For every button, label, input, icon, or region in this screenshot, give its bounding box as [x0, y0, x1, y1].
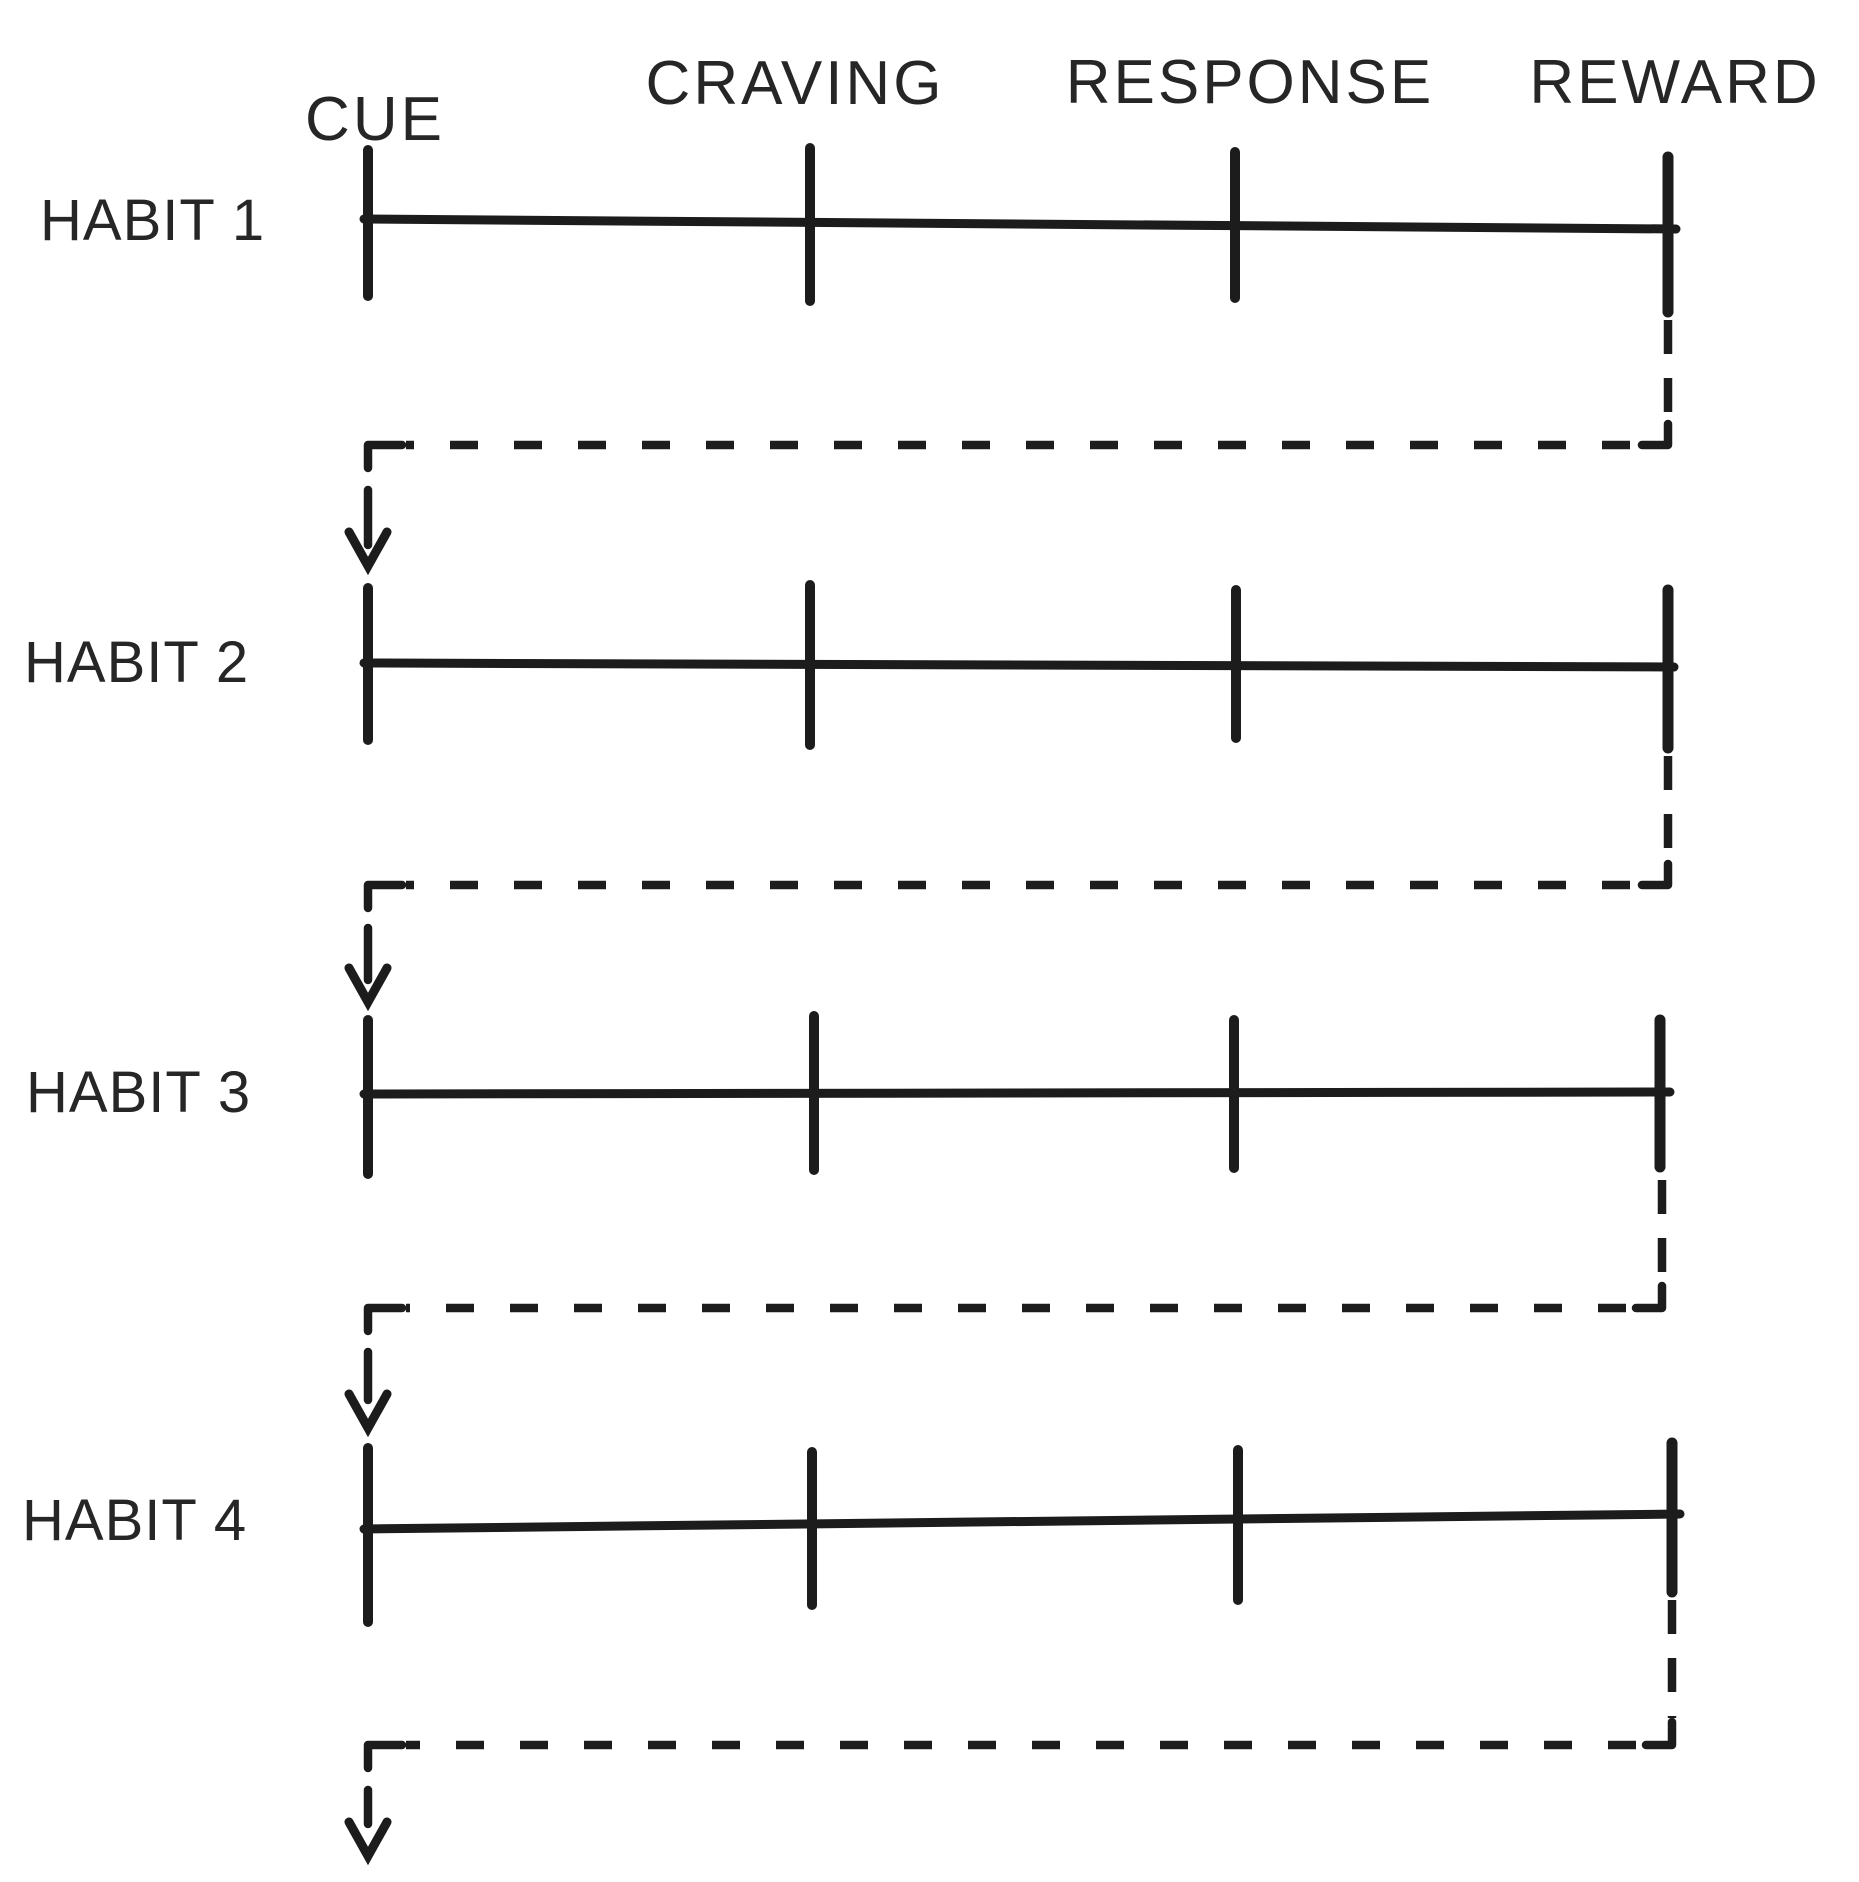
down-arrow-icon	[344, 527, 392, 576]
habit-row-4: HABIT 4	[22, 1437, 1685, 1627]
down-arrow-icon	[344, 1817, 392, 1866]
column-header-craving: CRAVING	[646, 49, 945, 118]
connector-habit-1-to-habit-2	[344, 320, 1673, 576]
connector-habit-4-exit	[344, 1600, 1677, 1866]
connector-4-left-corner	[363, 1740, 407, 1773]
habit-1-timeline	[359, 214, 1681, 234]
connector-3-left-corner	[363, 1303, 407, 1336]
habit-2-label: HABIT 2	[24, 630, 249, 695]
down-arrow-icon	[344, 963, 392, 1012]
connector-habit-3-to-habit-4	[344, 1180, 1667, 1438]
column-header-response: RESPONSE	[1066, 48, 1435, 117]
habit-2-timeline	[359, 658, 1679, 672]
connector-1-left-corner	[363, 440, 407, 473]
column-header-reward: REWARD	[1529, 48, 1820, 117]
column-headers: CUE CRAVING RESPONSE REWARD	[305, 48, 1820, 154]
down-arrow-icon	[344, 1389, 392, 1438]
habit-row-1: HABIT 1	[40, 143, 1681, 318]
habit-4-label: HABIT 4	[22, 1488, 247, 1553]
habit-1-label: HABIT 1	[40, 188, 265, 253]
habit-3-timeline	[359, 1087, 1675, 1099]
habit-row-2: HABIT 2	[24, 580, 1679, 754]
habit-3-label: HABIT 3	[26, 1060, 251, 1125]
connector-3-right-corner	[1631, 1281, 1667, 1313]
connector-1-right-corner	[1637, 419, 1673, 450]
connector-2-left-corner	[363, 880, 407, 913]
connector-habit-2-to-habit-3	[344, 756, 1673, 1012]
connector-2-right-corner	[1637, 859, 1673, 890]
column-header-cue: CUE	[305, 85, 445, 154]
habit-row-3: HABIT 3	[26, 1011, 1675, 1179]
habit-4-timeline	[359, 1509, 1685, 1534]
connector-4-right-corner	[1641, 1717, 1677, 1750]
